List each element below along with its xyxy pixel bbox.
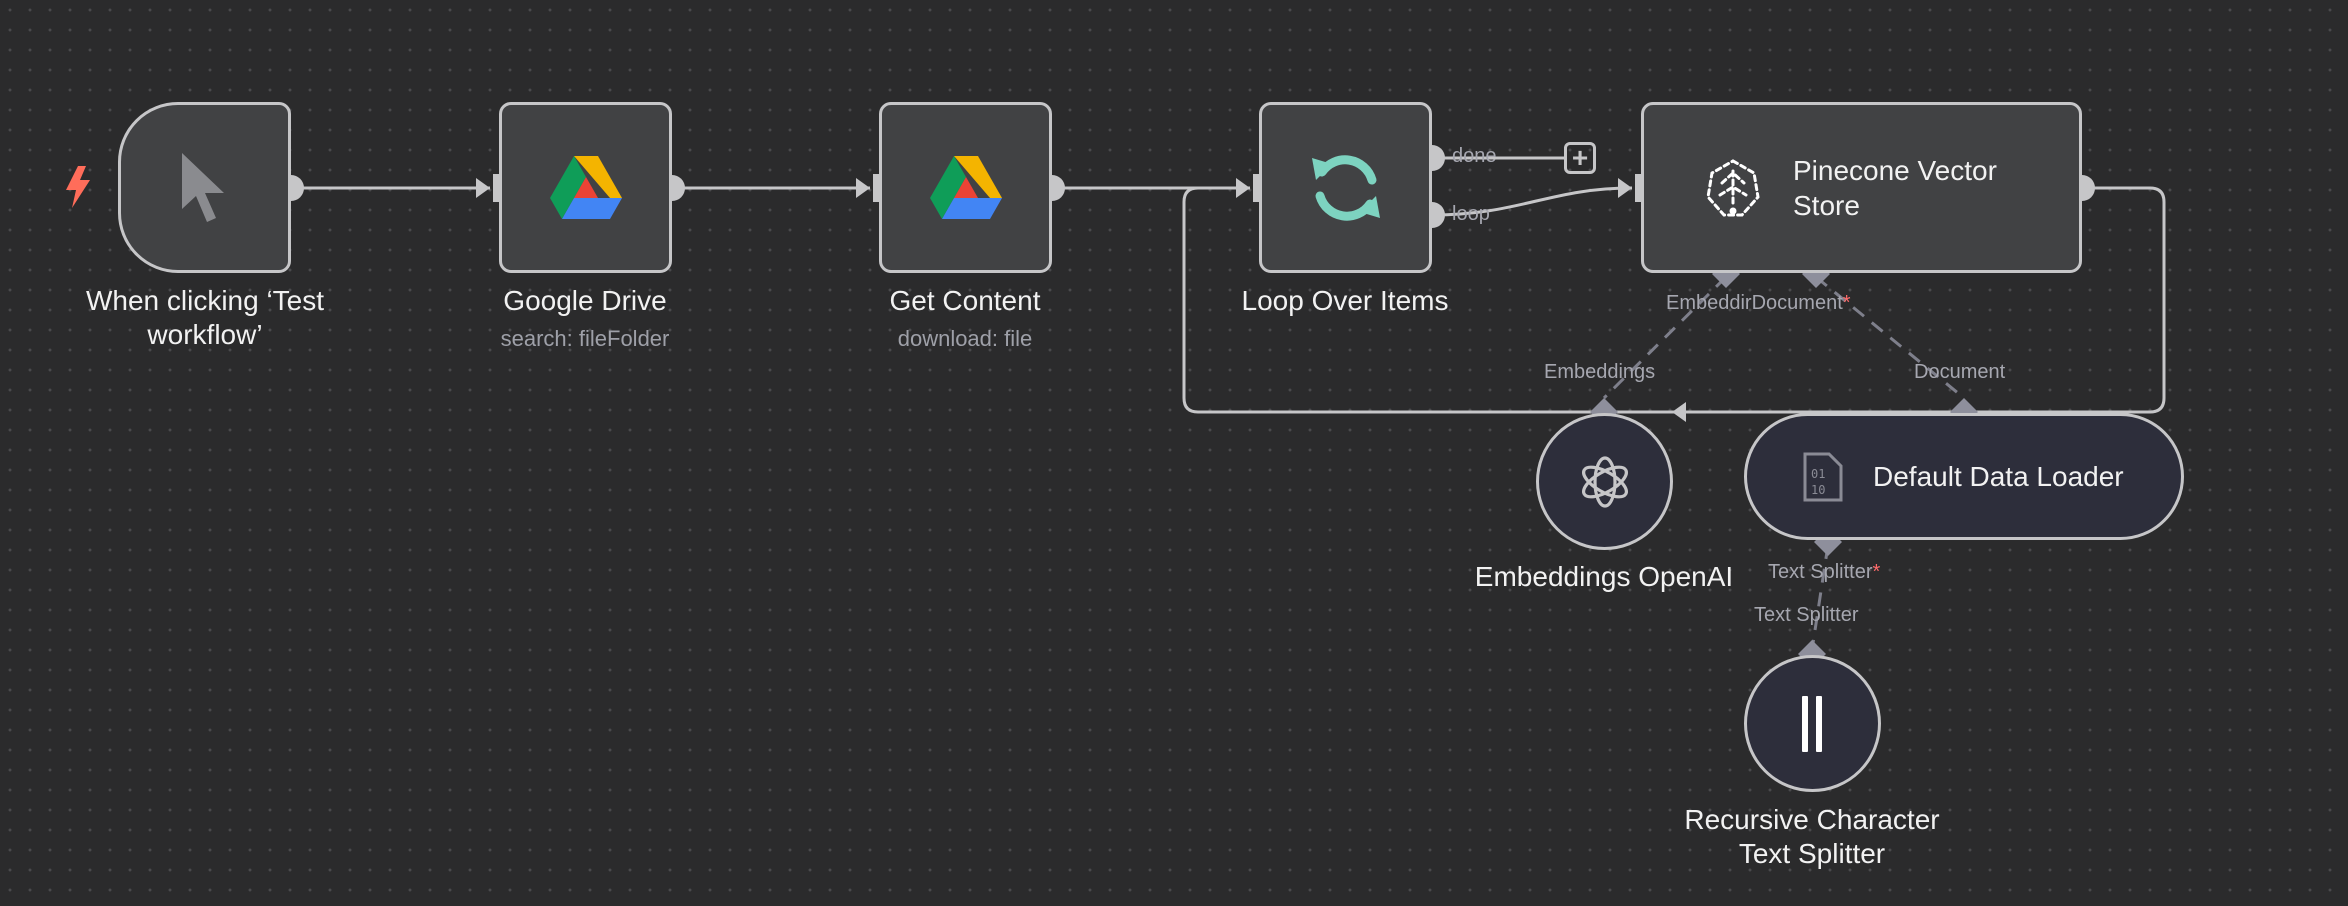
plus-icon: + <box>1571 142 1589 173</box>
node-title: Recursive Character Text Splitter <box>1684 804 1940 869</box>
loop-icon <box>1311 154 1380 221</box>
binary-file-icon: 01 10 <box>1803 452 1843 501</box>
node-get-content[interactable] <box>879 102 1052 273</box>
openai-icon <box>1581 455 1628 508</box>
node-loop-over-items[interactable] <box>1259 102 1432 273</box>
output-label-done: done <box>1452 145 1497 167</box>
output-label-document: Document <box>1914 361 2006 383</box>
node-title: When clicking ‘Test workflow’ <box>85 285 325 350</box>
output-label-loop: loop <box>1452 203 1490 225</box>
pinecone-icon <box>1706 158 1760 216</box>
add-node-button[interactable]: + <box>1564 142 1596 174</box>
node-subtitle: search: fileFolder <box>500 326 670 351</box>
sub-connection-text-splitter <box>1810 544 1830 651</box>
trigger-bolt-icon <box>66 166 90 208</box>
output-label-text-splitter: Text Splitter <box>1754 604 1859 626</box>
node-title: Loop Over Items <box>1241 285 1449 316</box>
connection-loop-pinecone <box>1431 186 1633 217</box>
sub-connection-document <box>1815 275 1965 400</box>
input-handle <box>1635 174 1643 202</box>
node-manual-trigger[interactable] <box>118 102 291 273</box>
node-title: Google Drive <box>503 285 667 316</box>
input-handle <box>493 174 501 202</box>
text-splitter-icon <box>1801 695 1822 752</box>
google-drive-icon <box>929 155 1002 219</box>
input-label-text-splitter: Text Splitter* <box>1768 561 1881 583</box>
input-handle <box>873 174 881 202</box>
node-title: Pinecone Vector Store <box>1793 154 1997 221</box>
node-recursive-character-text-splitter[interactable] <box>1744 655 1881 792</box>
arrow-head <box>1672 402 1686 422</box>
node-default-data-loader[interactable]: 01 10 Default Data Loader <box>1744 413 2184 540</box>
node-pinecone-vector-store[interactable]: Pinecone Vector Store <box>1641 102 2082 273</box>
google-drive-icon <box>549 155 622 219</box>
node-title: Embeddings OpenAI <box>1474 561 1734 592</box>
arrow-head <box>476 178 490 198</box>
input-label-embedding: EmbeddirDocument* <box>1666 292 1851 314</box>
svg-text:01: 01 <box>1811 467 1825 481</box>
node-title: Get Content <box>889 285 1041 316</box>
svg-text:10: 10 <box>1811 483 1825 497</box>
node-title: Default Data Loader <box>1873 461 2124 492</box>
cursor-icon <box>181 152 224 222</box>
node-google-drive[interactable] <box>499 102 672 273</box>
input-handle <box>1253 174 1261 202</box>
node-embeddings-openai[interactable] <box>1536 413 1673 550</box>
output-label-embeddings: Embeddings <box>1544 361 1656 383</box>
arrow-head <box>856 178 870 198</box>
node-subtitle: download: file <box>897 326 1033 351</box>
arrow-head <box>1236 178 1250 198</box>
sub-connection-embeddings <box>1602 275 1728 400</box>
arrow-head <box>1618 178 1632 198</box>
